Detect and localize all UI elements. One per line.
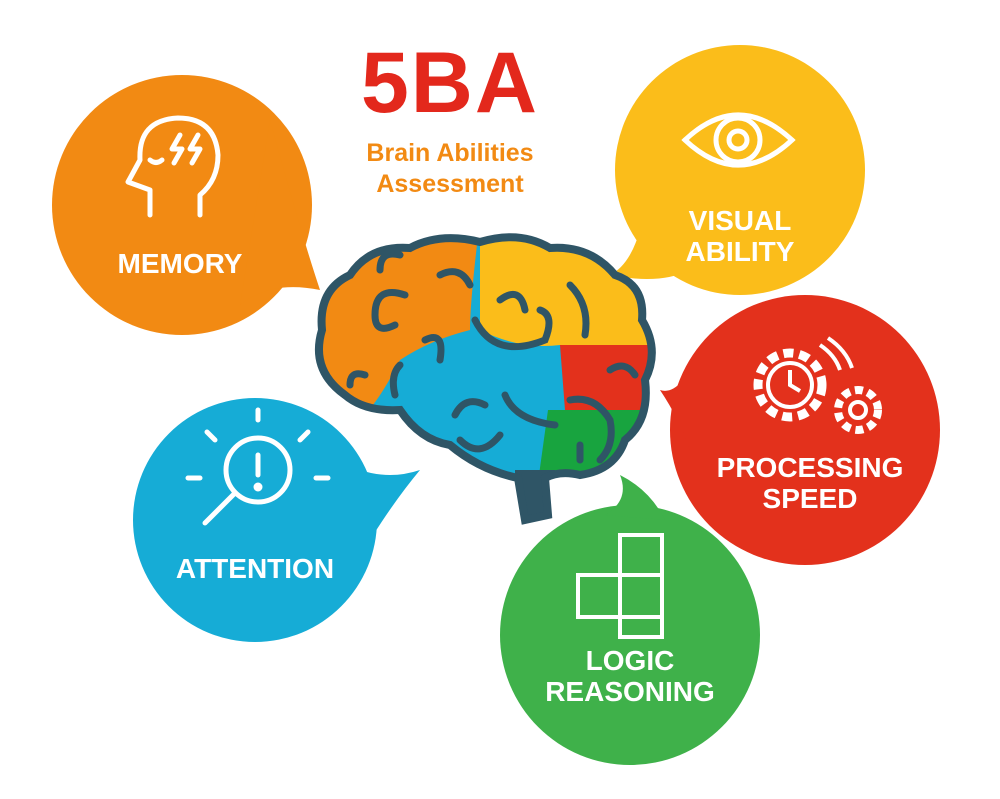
logic-reasoning-label: LOGIC REASONING: [545, 645, 715, 708]
memory-bubble: [52, 75, 320, 335]
page-subtitle: Brain Abilities Assessment: [366, 139, 534, 199]
processing-speed-label: PROCESSING SPEED: [716, 452, 904, 515]
magnifier-alert-icon: [185, 407, 331, 526]
processing-speed-bubble: [660, 295, 940, 565]
visual-ability-label: VISUAL ABILITY: [685, 205, 795, 268]
memory-label: MEMORY: [117, 248, 243, 279]
head-lightning-icon: [125, 115, 221, 218]
page-title: 5BA: [360, 35, 540, 131]
gears-clock-icon: [753, 336, 882, 434]
attention-label: ATTENTION: [175, 553, 335, 584]
visual-ability-bubble: [610, 45, 865, 295]
puzzle-icon: [576, 533, 664, 639]
eye-icon: [681, 112, 796, 168]
attention-bubble: [133, 398, 420, 642]
